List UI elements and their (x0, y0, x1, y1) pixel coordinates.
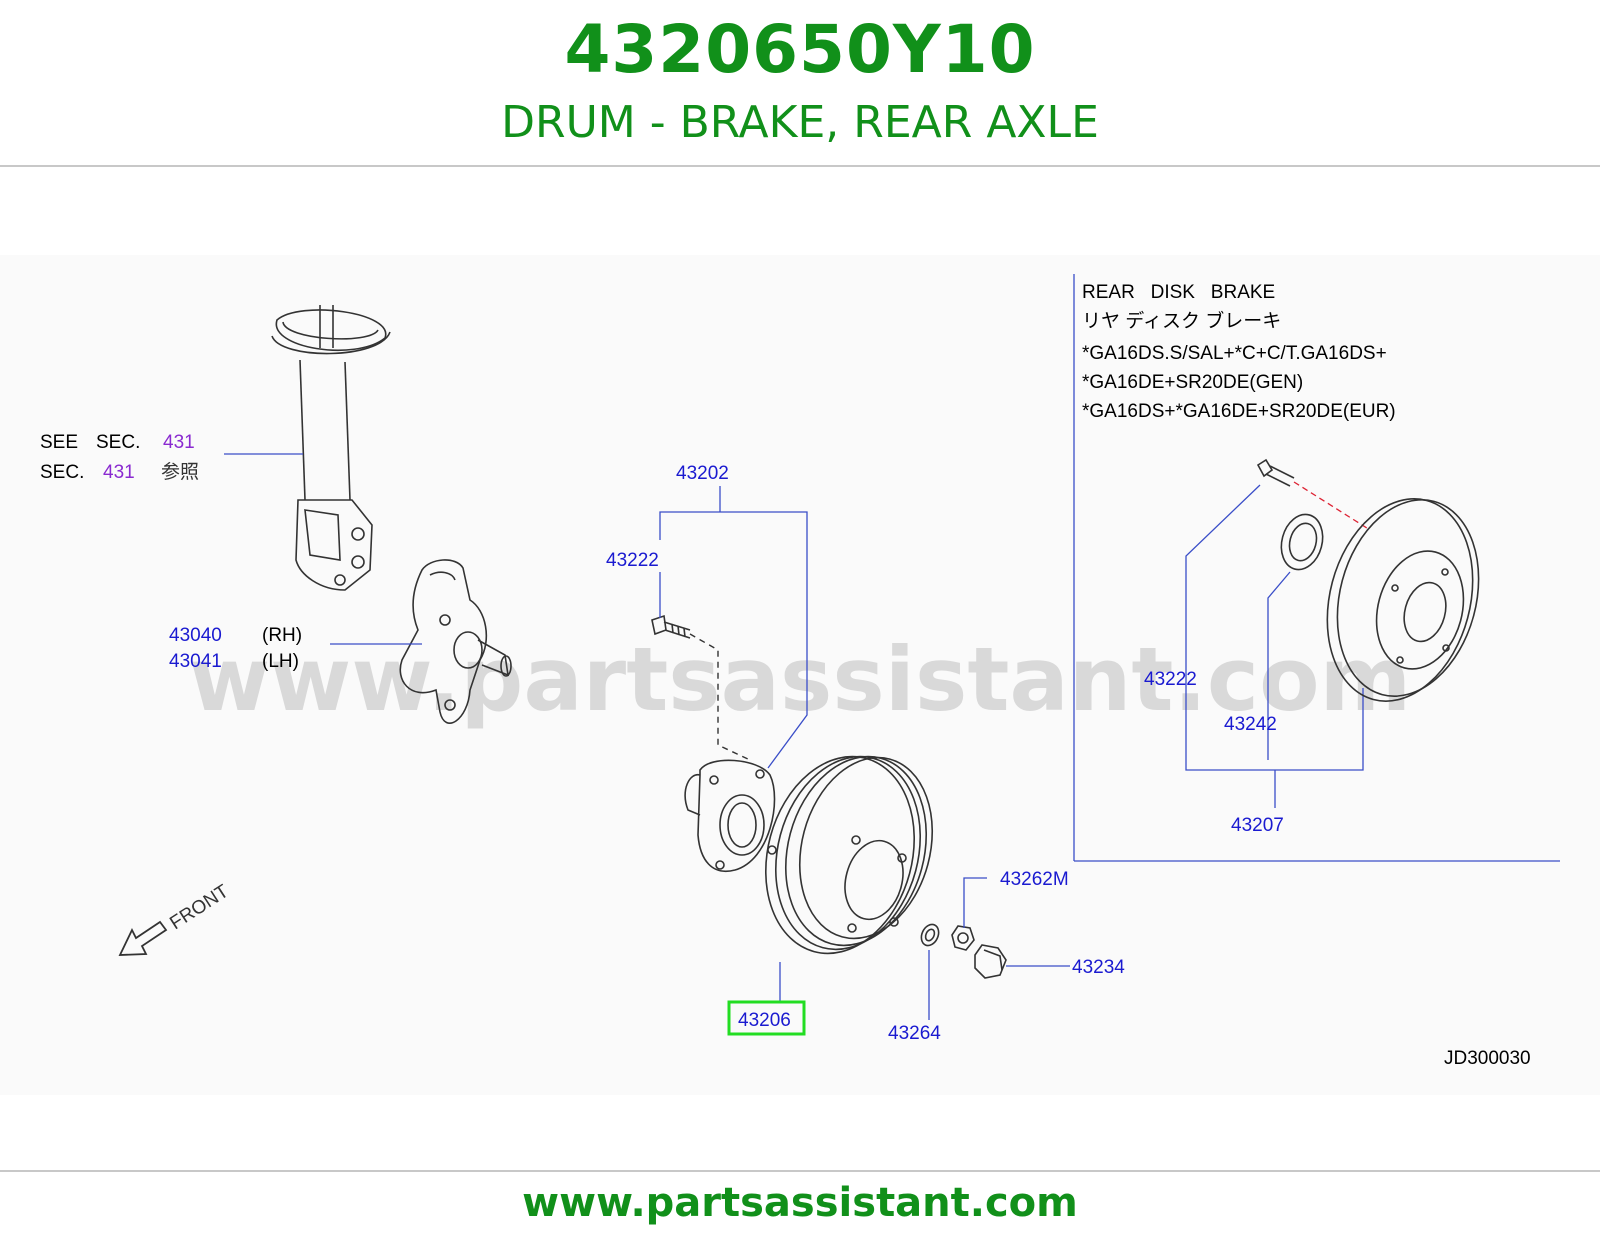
hub-drawing (684, 759, 777, 873)
disk-dash-line (1293, 481, 1371, 531)
see-label: SEE (40, 432, 78, 453)
callout-43242[interactable]: 43242 (1224, 714, 1277, 735)
washer-drawing (920, 923, 940, 947)
sec-ref-jp: 参照 (161, 461, 199, 483)
nut-drawing (951, 925, 975, 951)
strut-assembly-drawing (271, 305, 391, 591)
front-arrow-icon (118, 920, 168, 956)
disk-model-1: *GA16DS.S/SAL+*C+C/T.GA16DS+ (1082, 343, 1387, 364)
front-label: FRONT (166, 881, 233, 934)
part-name-subtitle: DRUM - BRAKE, REAR AXLE (501, 97, 1099, 148)
callout-43040[interactable]: 43040 (169, 625, 222, 646)
sec-ref-label: SEC. (40, 462, 84, 483)
brake-disc-drawing (1326, 498, 1480, 702)
cap-drawing (974, 944, 1007, 979)
sec-ref-number[interactable]: 431 (103, 462, 135, 483)
sec-label: SEC. (96, 432, 140, 453)
watermark-text: www.partsassistant.com (189, 628, 1412, 731)
disk-section-title-jp: リヤ ディスク ブレーキ (1082, 309, 1281, 332)
bolt-dash-line (689, 633, 751, 761)
callout-43264[interactable]: 43264 (888, 1023, 941, 1044)
callout-43207[interactable]: 43207 (1231, 815, 1284, 836)
disk-model-2: *GA16DE+SR20DE(GEN) (1082, 372, 1303, 393)
leader-lines (224, 453, 1364, 1020)
callout-43234[interactable]: 43234 (1072, 957, 1125, 978)
callout-43202[interactable]: 43202 (676, 463, 729, 484)
footer-divider (0, 1170, 1600, 1172)
part-number-title: 4320650Y10 (564, 11, 1036, 88)
disk-section-frame (1073, 274, 1560, 862)
diagram-code: JD300030 (1444, 1048, 1531, 1069)
rh-label: (RH) (262, 625, 302, 646)
brake-drum-drawing (764, 755, 934, 955)
header-divider (0, 165, 1600, 167)
selected-part-highlight (727, 1000, 806, 1036)
disk-model-3: *GA16DS+*GA16DE+SR20DE(EUR) (1082, 401, 1396, 422)
footer-url[interactable]: www.partsassistant.com (522, 1180, 1078, 1226)
callout-43262m[interactable]: 43262M (1000, 869, 1069, 890)
callout-43041[interactable]: 43041 (169, 651, 222, 672)
callout-43222[interactable]: 43222 (606, 550, 659, 571)
knuckle-drawing (399, 559, 512, 724)
callout-43206[interactable]: 43206 (738, 1010, 791, 1031)
diagram-panel (0, 255, 1600, 1095)
disk-bolt-drawing (1256, 458, 1295, 487)
disk-seal-drawing (1280, 513, 1324, 571)
callout-disk-43222[interactable]: 43222 (1144, 669, 1197, 690)
disk-section-title: REAR DISK BRAKE (1082, 282, 1275, 303)
lh-label: (LH) (262, 651, 299, 672)
header: 4320650Y10 DRUM - BRAKE, REAR AXLE (0, 0, 1600, 168)
see-sec-number[interactable]: 431 (163, 432, 195, 453)
